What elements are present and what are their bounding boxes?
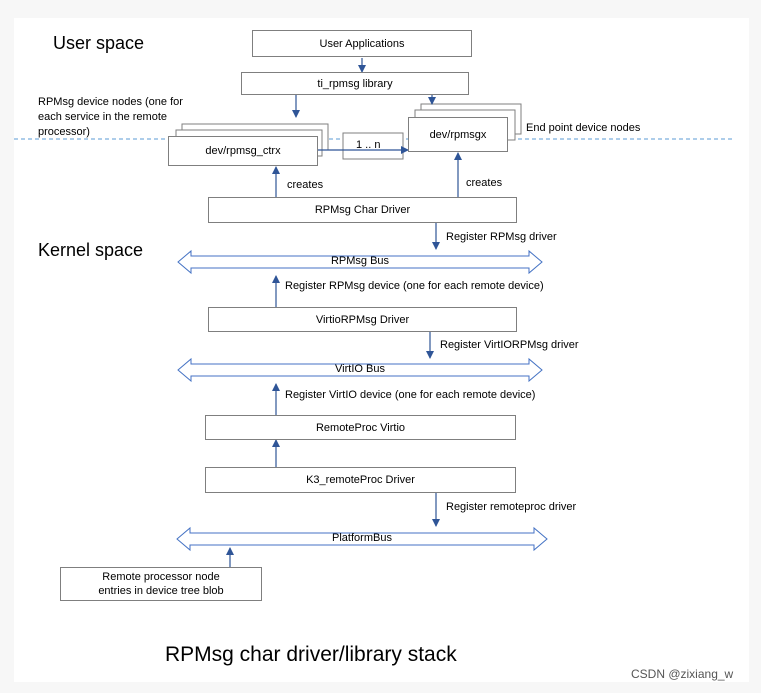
creates-right-label: creates [466,177,503,189]
device-nodes-note-line1: RPMsg device nodes (one for [38,96,183,108]
device-tree-nodes-box: Remote processor node entries in device … [60,567,262,601]
register-virtio-rpmsg-driver-label: Register VirtIORPMsg driver [440,339,579,351]
register-rpmsg-device-label: Register RPMsg device (one for each remo… [285,280,544,292]
rpmsg-ept-node-box: dev/rpmsgx [408,117,508,152]
virtio-bus-label: VirtIO Bus [335,363,385,375]
rpmsg-char-driver-box: RPMsg Char Driver [208,197,517,223]
virtio-rpmsg-driver-box: VirtioRPMsg Driver [208,307,517,332]
rpmsg-bus-label: RPMsg Bus [330,255,390,267]
rpmsg-bus-shape [177,249,543,275]
rpmsg-ctrl-node-box: dev/rpmsg_ctrx [168,136,318,166]
diagram-caption: RPMsg char driver/library stack [165,643,457,666]
endpoint-nodes-note: End point device nodes [526,122,641,134]
device-tree-nodes-line1: Remote processor node [102,571,220,583]
user-space-label: User space [53,33,145,53]
device-tree-nodes-line2: entries in device tree blob [98,585,224,597]
register-rpmsg-driver-label: Register RPMsg driver [446,231,557,243]
ti-rpmsg-library-box: ti_rpmsg library [241,72,469,95]
platform-bus-label: PlatformBus [332,532,392,544]
remoteproc-virtio-box: RemoteProc Virtio [205,415,516,440]
kernel-space-label: Kernel space [38,240,144,260]
register-virtio-device-label: Register VirtIO device (one for each rem… [285,389,536,401]
k3-remoteproc-driver-box: K3_remoteProc Driver [205,467,516,493]
device-nodes-note-line2: each service in the remote [38,111,168,123]
virtio-bus-shape [177,357,543,383]
csdn-watermark: CSDN @zixiang_w [631,667,734,681]
register-remoteproc-driver-label: Register remoteproc driver [446,501,577,513]
user-applications-box: User Applications [252,30,472,57]
platform-bus-shape [176,526,548,552]
device-nodes-note-line3: processor) [38,126,90,138]
multiplicity-label: 1 .. n [356,139,381,151]
creates-left-label: creates [287,179,324,191]
